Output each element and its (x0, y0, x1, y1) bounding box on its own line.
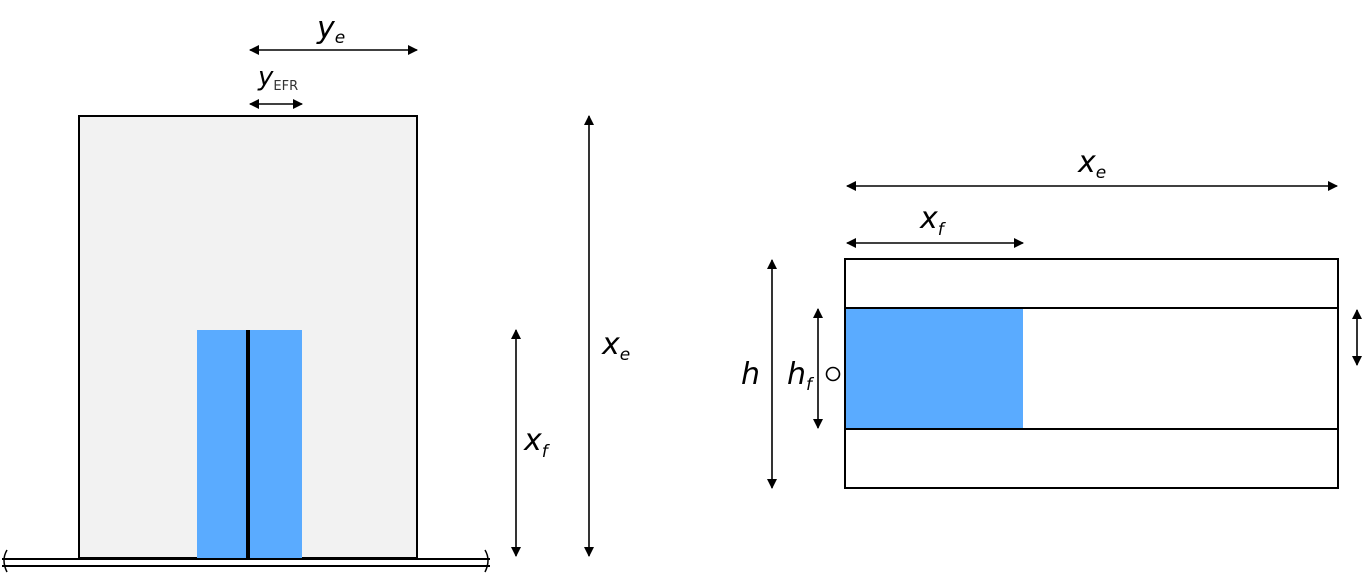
label-hf: hf (787, 357, 815, 395)
wellbore (2, 549, 490, 573)
label-xf-section: xf (919, 201, 947, 240)
label-h: h (741, 357, 760, 392)
label-yefr: yEFR (257, 62, 298, 94)
label-xf-plan: xf (523, 423, 551, 462)
label-ye-plan: ye (316, 11, 345, 48)
section-view: xe xf h hf (741, 145, 1362, 489)
label-xe-plan: xe (601, 327, 630, 365)
wellbore-cross-section (825, 366, 841, 382)
plan-view: ye yEFR xe xf (2, 11, 630, 573)
fracture-region-section (846, 309, 1023, 428)
label-xe-section: xe (1077, 145, 1106, 183)
